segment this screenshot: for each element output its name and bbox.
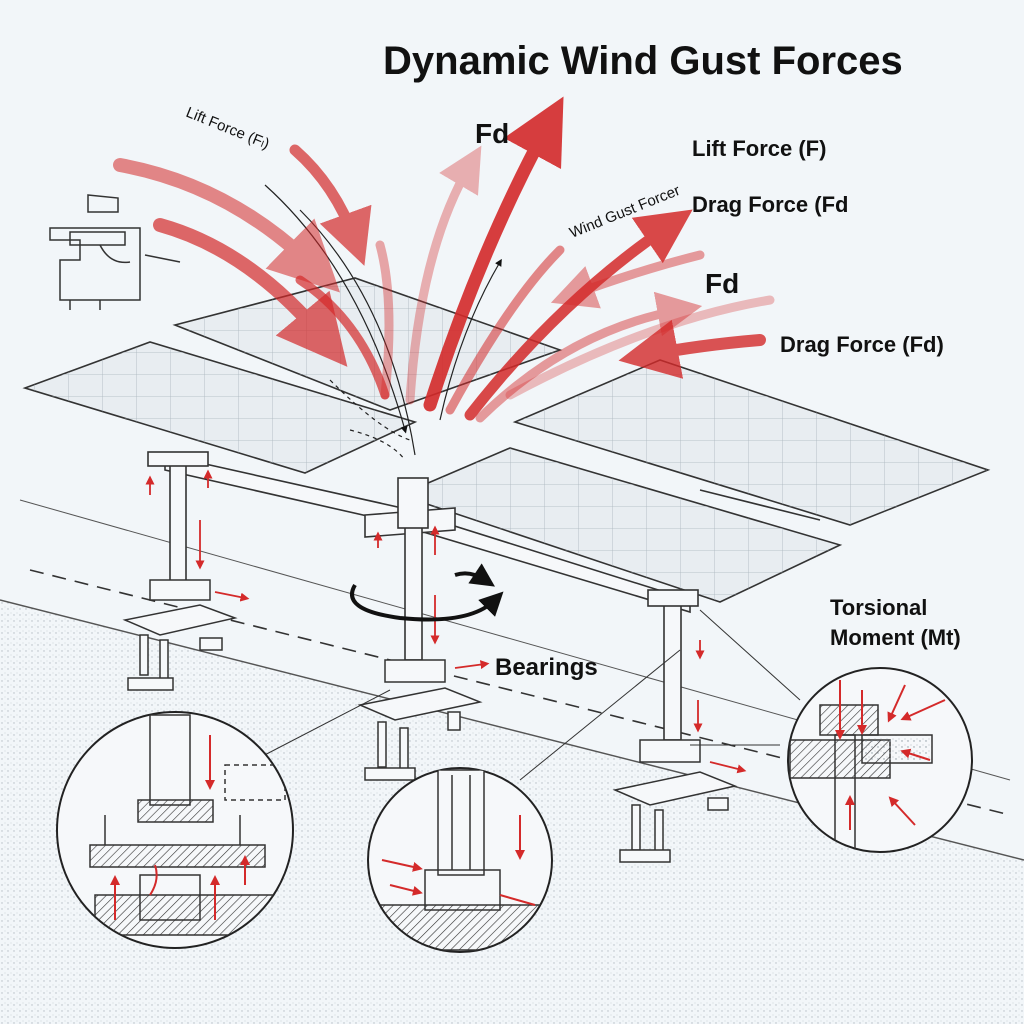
lift-arrow-1 xyxy=(405,145,482,405)
callout-leader-lines xyxy=(254,609,801,781)
solar-panel-array xyxy=(22,277,991,603)
load-arrows xyxy=(145,469,747,774)
drag-arrow-5 xyxy=(618,319,766,379)
drag-arrow-2 xyxy=(550,250,705,309)
drag-arrow-1 xyxy=(464,209,693,421)
fd-top-label: Fd xyxy=(475,118,509,149)
gust-arrow-4 xyxy=(295,275,390,400)
drag-arrow-3 xyxy=(475,291,703,423)
force-arrows xyxy=(113,96,775,423)
base-left xyxy=(122,579,238,691)
gust-arrow-5 xyxy=(375,240,394,400)
lift-force-label: Lift Force (F) xyxy=(692,136,826,161)
lift-force-rotated-label: Lift Force (Fₗ) xyxy=(184,104,272,153)
bearings-label: Bearings xyxy=(495,654,598,681)
base-center xyxy=(357,659,483,781)
torsional-moment-label-line1: Torsional xyxy=(830,595,927,620)
fd-mid-label: Fd xyxy=(705,268,739,299)
gust-arrow-2 xyxy=(153,218,348,367)
detail-callout-column-joint xyxy=(367,767,553,953)
lift-arrow-2 xyxy=(423,96,564,412)
drag-force-label-upper: Drag Force (Fd xyxy=(692,192,848,217)
drag-force-label-lower: Drag Force (Fd) xyxy=(780,332,944,357)
support-columns xyxy=(147,451,699,741)
bearing-bases xyxy=(122,579,738,863)
lift-arrow-3 xyxy=(445,245,565,415)
diagram-title: Dynamic Wind Gust Forces xyxy=(383,39,903,83)
base-right xyxy=(612,739,738,863)
gust-arrow-3 xyxy=(289,144,372,266)
detail-callout-base-left xyxy=(56,711,294,949)
detail-callout-torsion-joint xyxy=(787,667,973,853)
gust-arrow-1 xyxy=(113,158,341,293)
equipment-sketch xyxy=(49,194,181,310)
torsional-moment-label-line2: Moment (Mt) xyxy=(830,625,961,650)
torsion-rotation-arrow xyxy=(350,563,504,622)
